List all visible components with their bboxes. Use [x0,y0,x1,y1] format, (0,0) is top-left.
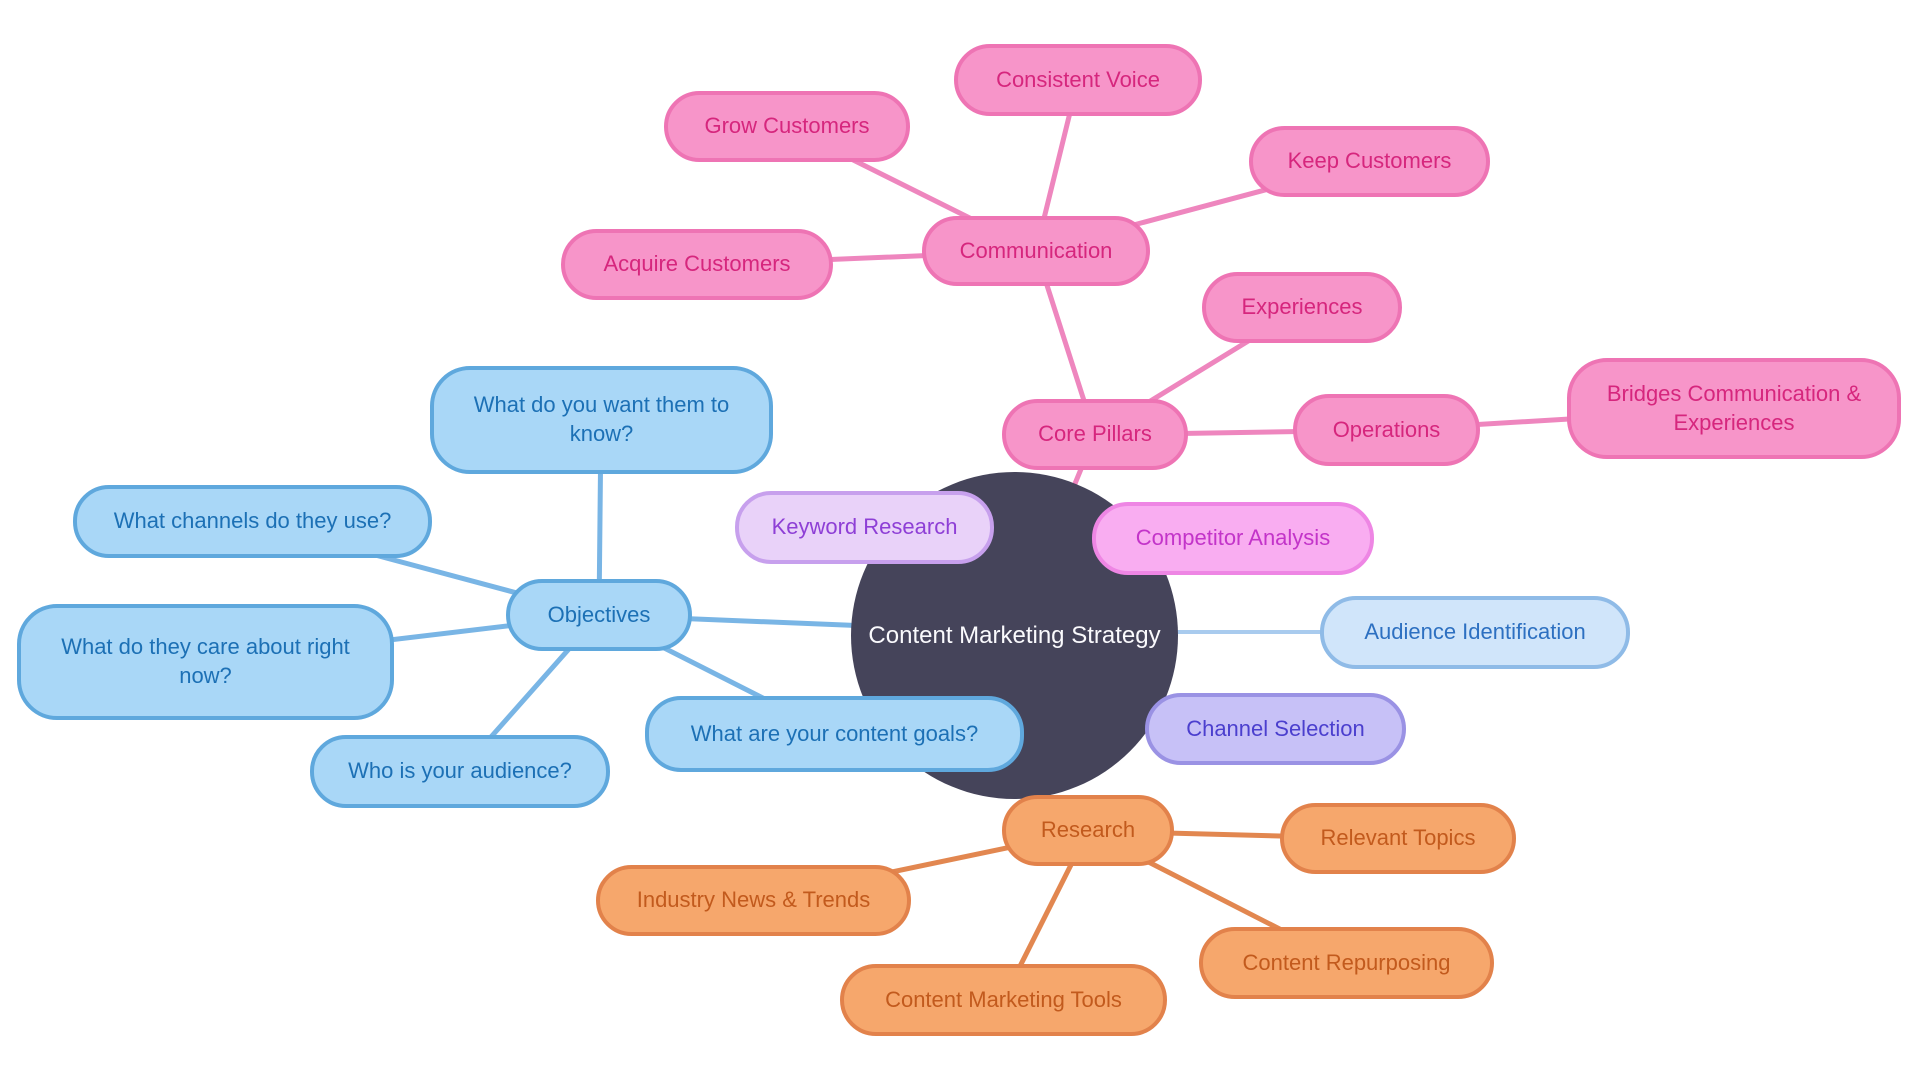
node-label: Who is your audience? [348,758,572,784]
node-label: Competitor Analysis [1135,525,1331,551]
node-industry-news-trends[interactable]: Industry News & Trends [596,865,911,936]
node-operations[interactable]: Operations [1293,394,1480,466]
node-acquire-customers[interactable]: Acquire Customers [561,229,833,300]
node-audience-identification[interactable]: Audience Identification [1320,596,1630,669]
node-label: Core Pillars [1038,421,1152,447]
node-label: What do you want them to know? [473,392,730,446]
node-communication[interactable]: Communication [922,216,1150,286]
node-who-audience[interactable]: Who is your audience? [310,735,610,808]
node-label: Acquire Customers [603,251,791,277]
node-label: Content Marketing Tools [885,986,1122,1012]
node-label: Objectives [547,601,651,627]
node-experiences[interactable]: Experiences [1202,272,1402,343]
node-label: Content Repurposing [1242,949,1451,975]
node-content-marketing-tools[interactable]: Content Marketing Tools [840,964,1167,1036]
node-content-goals[interactable]: What are your content goals? [645,696,1024,772]
node-label: Keyword Research [771,514,958,540]
node-consistent-voice[interactable]: Consistent Voice [954,44,1202,116]
central-node-label: Content Marketing Strategy [868,621,1161,649]
node-label: Operations [1332,416,1441,442]
node-objectives[interactable]: Objectives [506,579,692,651]
node-label: Industry News & Trends [636,887,871,913]
node-label: Research [1040,817,1136,843]
node-label: Relevant Topics [1320,825,1476,851]
node-keyword-research[interactable]: Keyword Research [735,491,994,564]
node-label: Consistent Voice [996,66,1160,92]
node-label: What channels do they use? [113,508,392,534]
node-channels-use[interactable]: What channels do they use? [73,485,432,558]
node-label: Bridges Communication & Experiences [1606,380,1862,435]
node-grow-customers[interactable]: Grow Customers [664,91,910,162]
node-label: Channel Selection [1186,715,1365,741]
node-label: Audience Identification [1364,619,1586,645]
node-keep-customers[interactable]: Keep Customers [1249,126,1490,197]
node-relevant-topics[interactable]: Relevant Topics [1280,803,1516,874]
node-label: What do they care about right now? [61,634,350,688]
node-care-about[interactable]: What do they care about right now? [17,604,394,720]
node-label: Keep Customers [1287,148,1452,174]
node-want-them-know[interactable]: What do you want them to know? [430,366,773,474]
node-channel-selection[interactable]: Channel Selection [1145,693,1406,765]
node-label: Communication [959,237,1113,263]
node-label: Experiences [1241,294,1363,320]
node-bridges-communication-experiences[interactable]: Bridges Communication & Experiences [1567,358,1901,459]
node-core-pillars[interactable]: Core Pillars [1002,399,1188,470]
node-label: Grow Customers [704,113,870,139]
node-content-repurposing[interactable]: Content Repurposing [1199,927,1494,999]
node-research[interactable]: Research [1002,795,1174,866]
node-competitor-analysis[interactable]: Competitor Analysis [1092,502,1374,575]
node-label: What are your content goals? [690,720,979,746]
